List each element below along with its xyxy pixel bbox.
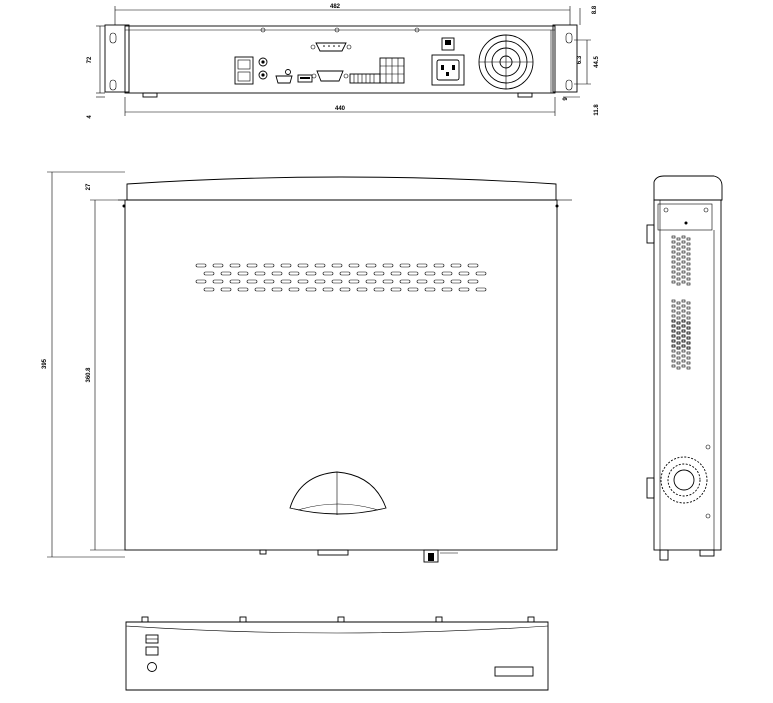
cover-handle [289, 471, 387, 515]
top-view: 395 360.8 27 [42, 171, 572, 563]
dim-bottom-offset: 4 [87, 115, 93, 119]
dim-height: 72 [87, 56, 93, 63]
right-rack-ear [552, 24, 578, 93]
power-button-icon [147, 662, 157, 672]
dim-depth-body: 360.8 [86, 367, 92, 383]
dim-hole-spacing: 44.5 [594, 56, 600, 68]
dim-hole-offset: 6.3 [577, 55, 583, 64]
dim-ear-height: 11.8 [594, 104, 600, 116]
front-view [125, 616, 549, 691]
power-socket [431, 54, 465, 86]
top-cover [124, 199, 558, 551]
usb-port [297, 74, 313, 83]
serial-port [310, 42, 352, 52]
dim-ear-offset: 8.8 [592, 5, 598, 14]
vent-slots [195, 263, 487, 292]
side-view [646, 175, 723, 561]
vga-port [311, 70, 349, 82]
dim-ear-gap: 9 [563, 97, 569, 101]
audio-jacks [258, 57, 268, 80]
rear-dimensions: 482 440 72 4 8.8 44.5 6.3 9 11.8 [87, 4, 600, 119]
alarm-terminal-block [349, 57, 405, 84]
rear-view: 482 440 72 4 8.8 44.5 6.3 9 11.8 [87, 4, 600, 119]
side-vents [671, 235, 691, 370]
dim-body-width: 440 [335, 106, 346, 112]
front-label-plate [494, 666, 534, 677]
dim-rack-width: 482 [330, 4, 341, 10]
side-fan-grille [660, 456, 708, 504]
network-ports [234, 56, 254, 85]
status-led-2 [145, 646, 159, 656]
fan-grille [478, 34, 534, 90]
top-dimensions: 395 360.8 27 [42, 171, 125, 558]
dim-depth-total: 395 [42, 358, 48, 369]
front-panel [125, 621, 549, 691]
rear-panel-chassis [124, 25, 556, 94]
power-switch [441, 37, 455, 51]
hdmi-port [275, 75, 293, 84]
side-panel [653, 199, 722, 551]
dim-front-overhang: 27 [86, 183, 92, 190]
